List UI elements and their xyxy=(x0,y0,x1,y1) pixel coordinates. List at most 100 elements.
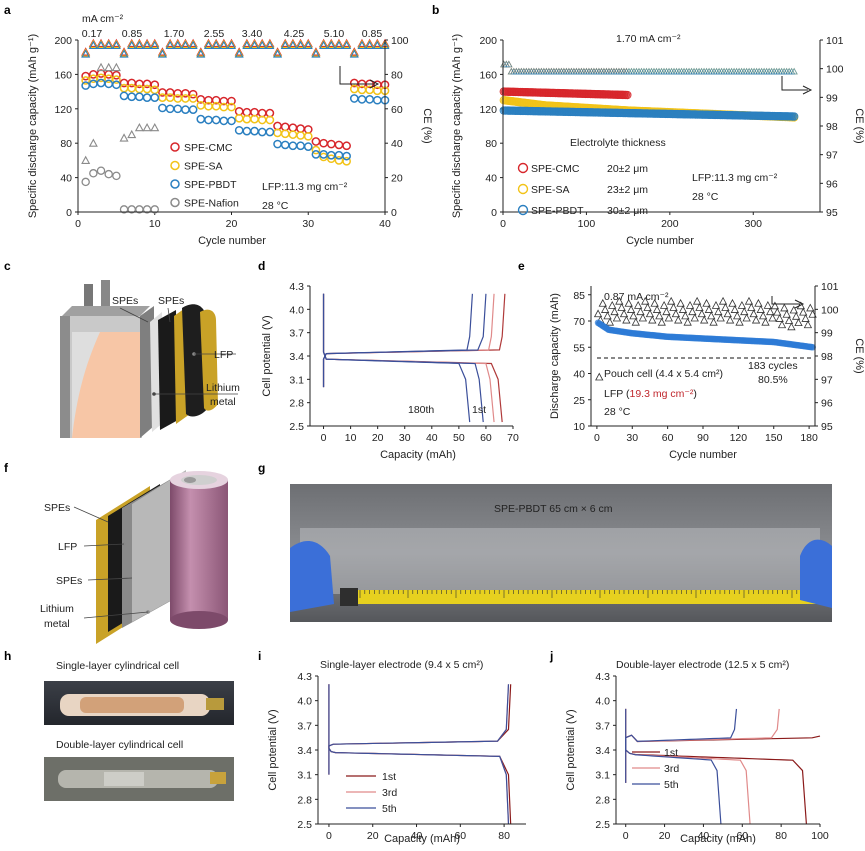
e-ce-point xyxy=(770,301,780,310)
a-point-spe-pbdt xyxy=(280,140,290,150)
e-ce-point xyxy=(758,311,768,320)
panel-letter-e: e xyxy=(518,259,525,273)
i-xtick-label: 20 xyxy=(367,830,379,842)
a-ce-point xyxy=(211,40,221,50)
j-xtick-label: 0 xyxy=(623,830,629,842)
e-ce-point xyxy=(603,311,612,320)
e-ce-point xyxy=(692,296,702,305)
cylindrical-cell-schematic: SPEs LFP SPEs Lithium metal xyxy=(40,470,228,644)
e-ce-point xyxy=(787,322,796,331)
i-xtick-label: 40 xyxy=(411,830,423,842)
a-ce-point-spe-nafion xyxy=(134,122,144,132)
a-point-spe-sa xyxy=(319,152,328,162)
h-single-label: Single-layer cylindrical cell xyxy=(56,660,179,672)
e-ce-point xyxy=(593,309,603,318)
i-xlabel: Capacity (mAh) xyxy=(384,833,460,845)
a-legend-label: SPE-Nafion xyxy=(184,198,239,210)
f-label-metal: metal xyxy=(44,618,70,630)
e-cell: Pouch cell (4.4 x 5.4 cm²) xyxy=(604,368,723,380)
i-legend-label: 1st xyxy=(382,771,396,783)
a-xtick-label: 40 xyxy=(379,218,391,230)
a-point-spe-sa xyxy=(112,75,121,84)
a-point-spe-sa xyxy=(303,131,313,141)
e-y2-ytick-label: 98 xyxy=(821,351,833,363)
e-ce-point xyxy=(657,317,666,326)
g-film-label: SPE-PBDT 65 cm × 6 cm xyxy=(494,503,613,515)
e-capacity-point xyxy=(809,343,816,351)
b-ytick-label: 80 xyxy=(485,138,497,150)
e-retention-cycles: 183 cycles xyxy=(748,360,798,372)
e-ce-arrow xyxy=(771,296,800,305)
e-ce-point xyxy=(747,303,756,311)
c-label-lithium: Lithium xyxy=(206,382,240,394)
e-ce-point xyxy=(725,315,735,324)
a-point-spe-pbdt xyxy=(188,105,198,115)
a-point-spe-cmc xyxy=(227,96,236,106)
a-ce-point xyxy=(111,40,121,50)
j-discharge-curve xyxy=(625,708,751,825)
a-ce-point xyxy=(326,40,336,50)
e-xtick-label: 150 xyxy=(765,432,783,444)
e-ce-point xyxy=(633,301,643,309)
j-xlabel: Capacity (mAh) xyxy=(680,833,756,845)
a-ce-point-spe-nafion xyxy=(142,122,152,132)
e-ce-point xyxy=(598,298,607,307)
panel-letter-i: i xyxy=(258,649,261,663)
a-ce-point-spe-nafion xyxy=(127,129,137,139)
d-xtick-label: 20 xyxy=(372,432,384,444)
d-label-180th: 180th xyxy=(408,404,434,416)
e-ce-point xyxy=(789,305,798,314)
e-ce-point xyxy=(780,303,789,312)
a-ce-point xyxy=(265,40,275,50)
e-ce-point xyxy=(662,307,671,316)
a-y2-ytick-label: 0 xyxy=(391,207,397,219)
e-ce-point xyxy=(655,311,664,320)
panel-letter-f: f xyxy=(4,461,9,475)
i-ytick-label: 4.0 xyxy=(297,696,312,708)
i-ytick-label: 4.3 xyxy=(297,671,312,683)
b-ytick-label: 0 xyxy=(491,207,497,219)
e-ce-point xyxy=(688,307,697,316)
i-ytick-label: 2.8 xyxy=(297,794,312,806)
a-point-spe-sa xyxy=(311,145,321,155)
b-legend-marker xyxy=(517,204,529,216)
a-point-spe-sa xyxy=(119,83,129,93)
a-point-spe-pbdt xyxy=(81,81,91,90)
a-point-spe-pbdt xyxy=(219,116,229,126)
a-point-spe-nafion xyxy=(104,169,113,179)
a-point-spe-nafion xyxy=(81,177,90,187)
i-discharge-curve xyxy=(328,684,510,825)
a-point-spe-sa xyxy=(135,84,144,94)
e-ce-point xyxy=(605,317,615,326)
e-ce-point xyxy=(624,298,633,307)
b-y2-ytick-label: 95 xyxy=(826,207,838,219)
d-ytick-label: 4.0 xyxy=(289,304,304,316)
i-ytick-label: 3.7 xyxy=(297,720,312,732)
i-xtick-label: 80 xyxy=(498,830,510,842)
b-y2-ytick-label: 101 xyxy=(826,35,844,47)
a-point-spe-nafion xyxy=(112,171,121,181)
a-ytick-label: 160 xyxy=(54,69,72,81)
a-point-spe-sa xyxy=(142,84,152,94)
e-y2-ytick-label: 101 xyxy=(821,281,839,293)
a-ce-point xyxy=(357,40,367,50)
a-point-spe-pbdt xyxy=(211,115,221,125)
e-y2-ytick-label: 100 xyxy=(821,304,839,316)
a-point-spe-sa xyxy=(265,115,275,125)
a-point-spe-cmc xyxy=(296,124,305,133)
a-point-spe-pbdt xyxy=(204,115,213,125)
b-xtick-label: 0 xyxy=(500,218,506,230)
a-point-spe-pbdt xyxy=(173,104,183,114)
a-point-spe-cmc xyxy=(242,107,252,117)
b-legend-label: SPE-PBDT xyxy=(531,205,584,217)
j-xtick-label: 100 xyxy=(811,830,829,842)
b-y2-ytick-label: 98 xyxy=(826,121,838,133)
right-glove xyxy=(800,539,832,608)
j-legend-label: 1st xyxy=(664,747,678,759)
a-point-spe-sa xyxy=(296,131,305,140)
b-legend-label: SPE-CMC xyxy=(531,163,580,175)
a-ce-point xyxy=(96,40,106,50)
a-point-spe-nafion xyxy=(89,169,98,178)
